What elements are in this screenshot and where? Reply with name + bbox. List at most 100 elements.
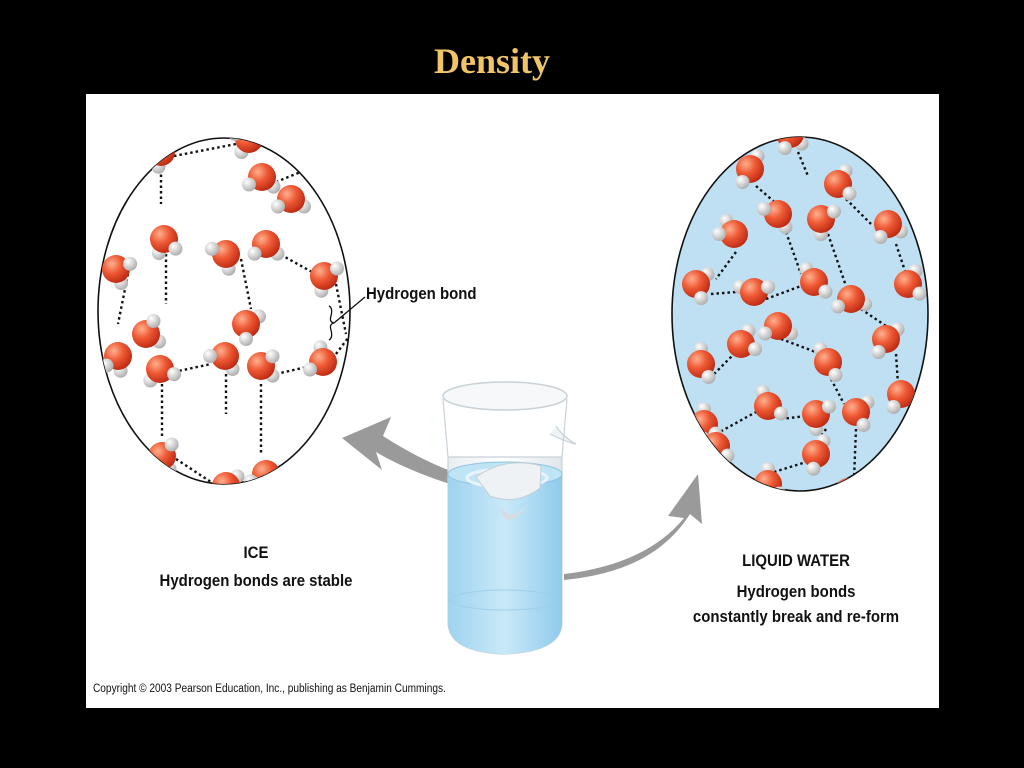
hydrogen-bond-line xyxy=(713,353,735,375)
hydrogen-atom xyxy=(242,177,257,192)
oxygen-atom xyxy=(172,94,200,118)
hydrogen-bond-line xyxy=(715,410,757,436)
hydrogen-bond-line xyxy=(335,337,349,355)
hydrogen-atom xyxy=(214,493,228,507)
water-molecule xyxy=(799,262,833,299)
water-molecule xyxy=(831,285,873,314)
water-molecule xyxy=(687,342,716,384)
hydrogen-atom xyxy=(821,399,836,414)
oxygen-atom xyxy=(754,470,782,491)
oxygen-atom xyxy=(776,137,804,148)
hydrogen-bond-line xyxy=(175,457,212,484)
hydrogen-bond-line xyxy=(784,231,803,275)
arrow-to-water xyxy=(564,474,702,580)
water-sublabel-line2: constantly break and re-form xyxy=(692,607,900,626)
hydrogen-bond-line xyxy=(796,151,810,177)
water-molecule xyxy=(732,278,776,306)
oxygen-atom xyxy=(211,342,239,370)
hydrogen-atom xyxy=(756,201,771,216)
oxygen-atom xyxy=(720,220,748,248)
hydrogen-atom xyxy=(273,472,288,484)
ice-sublabel: Hydrogen bonds are stable xyxy=(159,571,353,590)
hydrogen-atom xyxy=(849,498,863,512)
water-molecule xyxy=(99,342,132,378)
hydrogen-atom xyxy=(773,406,788,421)
hydrogen-bond-line xyxy=(845,198,872,225)
water-sublabel-line1: Hydrogen bonds xyxy=(736,582,856,601)
hydrogen-bond-line xyxy=(780,414,807,421)
oxygen-atom xyxy=(740,278,768,306)
copyright-notice: Copyright © 2003 Pearson Education, Inc.… xyxy=(93,683,446,695)
hydrogen-atom xyxy=(777,141,792,156)
water-molecule xyxy=(310,261,344,298)
ice-lattice xyxy=(97,94,351,507)
oxygen-atom xyxy=(682,270,710,298)
hydrogen-atom xyxy=(701,369,716,384)
oxygen-atom xyxy=(802,440,830,468)
water-molecule xyxy=(143,355,182,388)
water-molecule xyxy=(758,312,798,341)
water-molecule xyxy=(212,469,245,507)
hydrogen-atom xyxy=(187,110,201,124)
hydrogen-atom xyxy=(167,367,182,382)
hydrogen-atom xyxy=(203,349,217,363)
hydrogen-atom xyxy=(761,279,776,294)
hydrogen-atom xyxy=(243,474,258,484)
water-molecule xyxy=(303,340,337,377)
hydrogen-atom xyxy=(873,229,888,244)
hydrogen-atom xyxy=(758,326,773,341)
hydrogen-atom xyxy=(912,286,927,301)
water-molecule xyxy=(802,399,836,436)
hydrogen-atom xyxy=(303,362,318,377)
hydrogen-atom xyxy=(694,291,709,306)
water-molecule xyxy=(232,309,266,346)
hydrogen-atom xyxy=(806,461,821,476)
hydrogen-atom xyxy=(164,437,179,452)
page-title: Density xyxy=(434,41,550,81)
hydrogen-atom xyxy=(123,256,138,271)
water-molecule xyxy=(172,94,201,124)
hydrogen-atom xyxy=(168,241,183,256)
diagram-panel: Hydrogen bond ICE Hydrogen bonds are sta… xyxy=(86,94,939,708)
water-molecule xyxy=(776,137,809,156)
water-label: LIQUID WATER xyxy=(742,551,850,570)
hydrogen-atom xyxy=(172,110,186,124)
hydrogen-bond-line xyxy=(715,251,737,280)
hydrogen-atom xyxy=(886,399,901,414)
density-diagram xyxy=(97,94,929,655)
water-molecule xyxy=(150,225,183,261)
hydrogen-bond-bracket xyxy=(328,296,366,341)
water-molecule xyxy=(754,384,788,421)
water-molecule xyxy=(871,322,905,359)
oxygen-atom xyxy=(212,240,240,268)
hydrogen-atom xyxy=(818,284,833,299)
oxygen-atom xyxy=(252,460,280,484)
hydrogen-bond-label: Hydrogen bond xyxy=(366,284,477,303)
hydrogen-bond-line xyxy=(773,457,817,474)
beaker xyxy=(442,381,577,655)
water-molecule xyxy=(894,264,927,301)
water-molecule xyxy=(842,395,875,432)
liquid-water-sample xyxy=(671,136,929,512)
hydrogen-atom xyxy=(826,204,841,219)
oxygen-atom xyxy=(727,330,755,358)
hydrogen-bond-line xyxy=(710,290,737,296)
oxygen-atom xyxy=(146,355,174,383)
hydrogen-bond-line xyxy=(780,337,822,356)
water-molecule xyxy=(271,185,311,214)
water-molecule xyxy=(813,342,843,382)
water-molecule xyxy=(132,314,166,349)
hydrogen-bond-line xyxy=(829,378,846,405)
oxygen-atom xyxy=(147,138,175,166)
water-molecule xyxy=(756,200,793,234)
hydrogen-atom xyxy=(265,349,280,364)
hydrogen-atom xyxy=(842,186,857,201)
oxygen-atom xyxy=(234,482,262,484)
hydrogen-atom xyxy=(204,241,219,256)
water-molecule xyxy=(712,214,748,248)
hydrogen-atom xyxy=(828,367,843,382)
hydrogen-bond-line xyxy=(826,233,848,287)
water-molecule xyxy=(873,210,908,244)
ice-label: ICE xyxy=(243,543,269,562)
hydrogen-atom xyxy=(142,138,157,150)
